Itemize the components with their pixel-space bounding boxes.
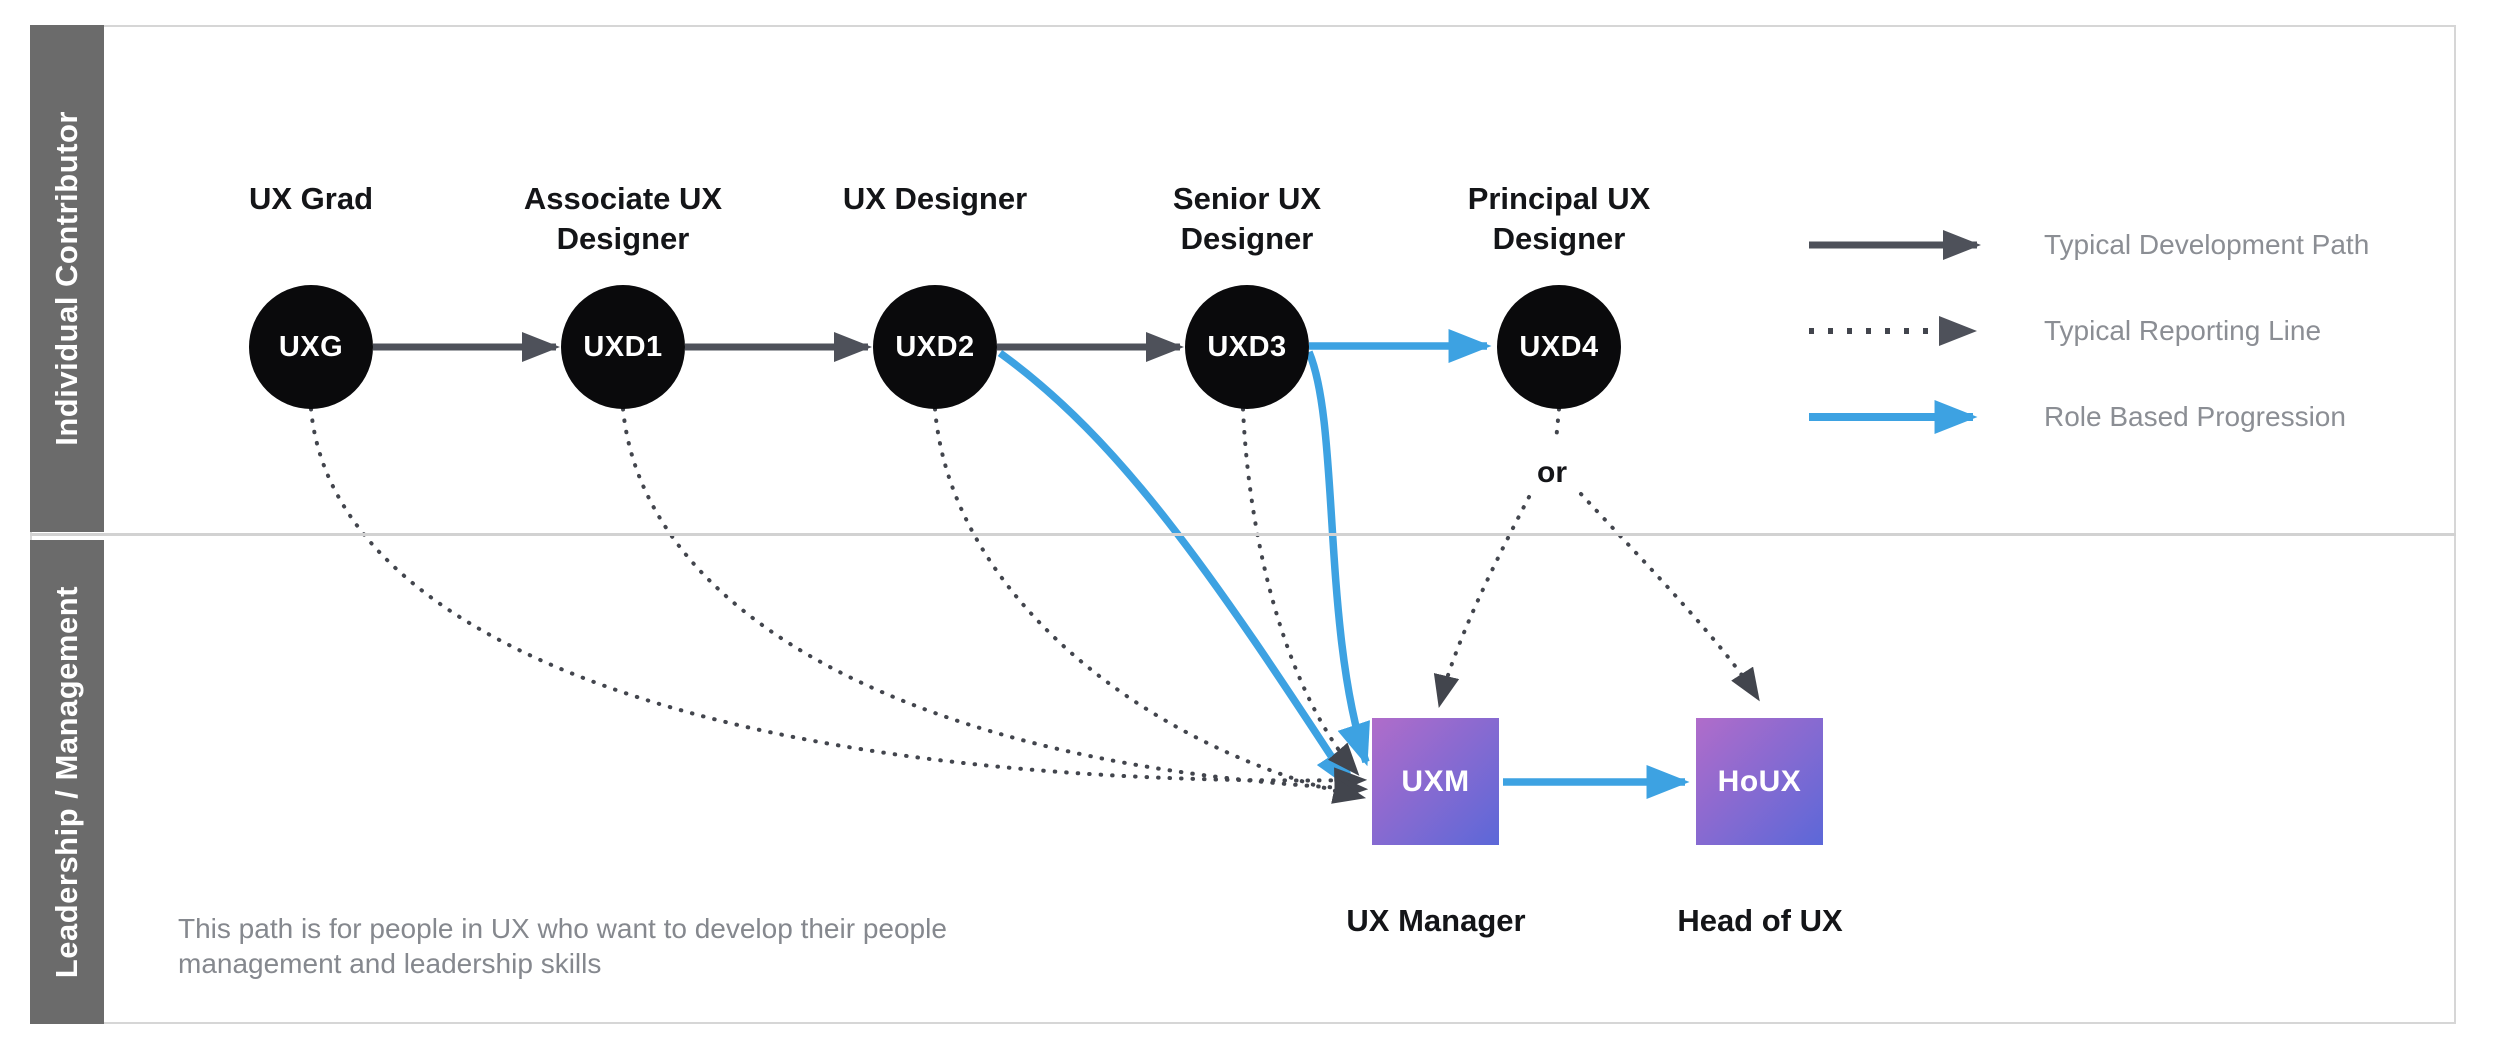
reporting-uxd2-uxm (933, 407, 1367, 804)
legend-item-reporting-line: Typical Reporting Line (1805, 313, 2321, 349)
title-ux-grad: UX Grad (248, 181, 374, 216)
reporting-uxg-uxm (309, 407, 1368, 794)
legend-item-development-path: Typical Development Path (1805, 227, 2369, 263)
or-label: or (1537, 456, 1567, 489)
progression-uxd2-uxm (997, 349, 1356, 792)
reporting-uxd1-uxm (621, 407, 1369, 801)
node-uxg: UXG (249, 285, 373, 409)
legend-item-role-progression: Role Based Progression (1805, 399, 2346, 435)
legend-label-development-path: Typical Development Path (2044, 229, 2370, 260)
node-uxm: UXM (1372, 718, 1499, 845)
footnote-line-1: This path is for people in UX who want t… (178, 913, 947, 944)
reporting-uxd4-stub (1554, 407, 1561, 443)
legend-label-reporting-line: Typical Reporting Line (2044, 315, 2322, 346)
title-ux-designer: UX Designer (842, 181, 1028, 216)
legend-label-role-progression: Role Based Progression (2044, 401, 2346, 432)
footnote: This path is for people in UX who want t… (178, 911, 947, 981)
node-uxd2: UXD2 (873, 285, 997, 409)
lane-label-individual-contributor: Individual Contributor (49, 111, 84, 446)
footnote-line-2: management and leadership skills (178, 948, 602, 979)
dotted-dark-arrow-icon (1809, 316, 1977, 346)
reporting-uxd4-houx (1579, 492, 1760, 702)
diagram-frame (30, 25, 2456, 1024)
title-head-of-ux: Head of UX (1677, 903, 1843, 938)
solid-dark-arrow-icon (1809, 230, 1981, 260)
lane-label-leadership-management: Leadership / Management (49, 585, 84, 979)
title-ux-manager: UX Manager (1346, 903, 1526, 938)
reporting-uxd4-uxm (1433, 495, 1531, 709)
lane-leadership-management: Leadership / Management (30, 540, 104, 1024)
reporting-uxd3-uxm (1241, 407, 1360, 776)
node-uxd3: UXD3 (1185, 285, 1309, 409)
solid-blue-arrow-icon (1809, 400, 1978, 434)
progression-uxd3-uxm (1305, 350, 1370, 767)
node-uxd1: UXD1 (561, 285, 685, 409)
lane-individual-contributor: Individual Contributor (30, 25, 104, 532)
node-houx: HoUX (1696, 718, 1823, 845)
node-uxd4: UXD4 (1497, 285, 1621, 409)
lane-divider (30, 533, 2456, 536)
